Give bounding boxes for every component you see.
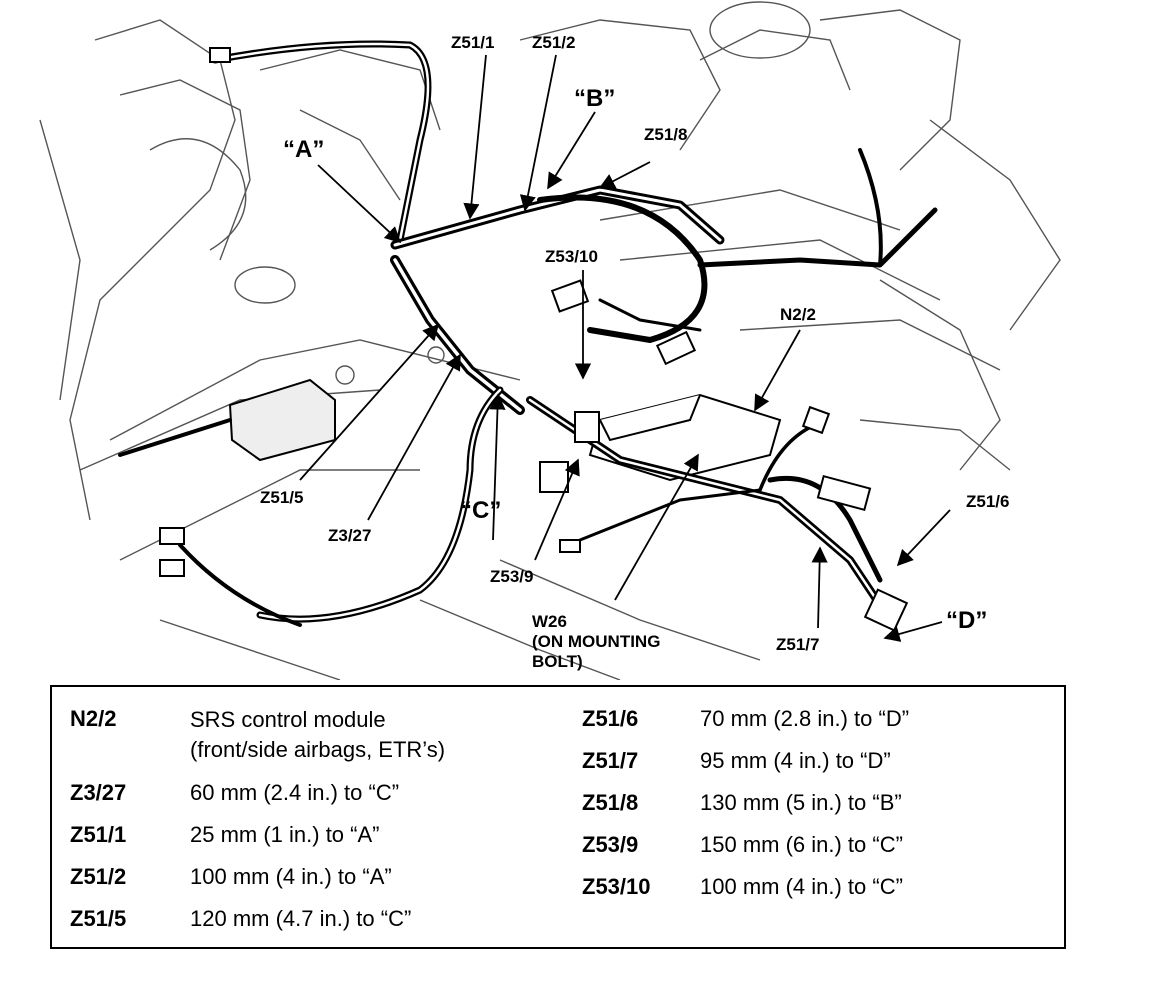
left-bracket-shape: [228, 378, 336, 462]
legend-code: Z51/1: [70, 822, 127, 847]
legend-code: Z51/8: [582, 790, 639, 815]
label-z53-10: Z53/10: [545, 247, 598, 266]
legend-table: N2/2 SRS control module (front/side airb…: [50, 685, 1066, 949]
legend-code: Z53/9: [582, 832, 639, 857]
reference-b: “B”: [574, 85, 616, 112]
legend-code: Z51/5: [70, 906, 127, 931]
legend-description: 95 mm (4 in.) to “D”: [700, 748, 891, 773]
reference-c: “C”: [460, 497, 502, 524]
legend-description: 100 mm (4 in.) to “C”: [700, 874, 903, 899]
legend-description: 120 mm (4.7 in.) to “C”: [190, 906, 412, 931]
reference-d: “D”: [946, 607, 988, 634]
legend-description: 150 mm (6 in.) to “C”: [700, 832, 903, 857]
legend-code: Z51/2: [70, 864, 127, 889]
legend-description: 130 mm (5 in.) to “B”: [700, 790, 902, 815]
label-z51-7: Z51/7: [776, 635, 820, 654]
reference-a: “A”: [283, 136, 325, 163]
legend-code: Z53/10: [582, 874, 651, 899]
legend-description: 70 mm (2.8 in.) to “D”: [700, 706, 910, 731]
label-z51-1: Z51/1: [451, 33, 495, 52]
legend-description: SRS control module (front/side airbags, …: [190, 707, 446, 762]
srs-control-module-shape: [588, 393, 782, 482]
leader-lines: [299, 54, 951, 642]
label-z3-27: Z3/27: [328, 526, 372, 545]
legend-code: Z51/6: [582, 706, 639, 731]
legend-description: 100 mm (4 in.) to “A”: [190, 864, 392, 889]
legend-code: Z3/27: [70, 780, 127, 805]
label-z51-6: Z51/6: [966, 492, 1010, 511]
label-z51-5: Z51/5: [260, 488, 304, 507]
wiring-harness-illustration: [39, 1, 1061, 680]
legend-description: 60 mm (2.4 in.) to “C”: [190, 780, 400, 805]
legend-description: 25 mm (1 in.) to “A”: [190, 822, 380, 847]
label-n2-2: N2/2: [780, 305, 816, 324]
legend-code: N2/2: [70, 706, 117, 731]
label-z53-9: Z53/9: [490, 567, 534, 586]
label-z51-8: Z51/8: [644, 125, 688, 144]
legend-code: Z51/7: [582, 748, 639, 773]
wire-harness: [118, 40, 938, 627]
label-w26: W26 (ON MOUNTING BOLT): [532, 612, 661, 671]
label-z51-2: Z51/2: [532, 33, 576, 52]
connectors: [159, 47, 909, 632]
vehicle-body-structure: [39, 1, 1061, 680]
